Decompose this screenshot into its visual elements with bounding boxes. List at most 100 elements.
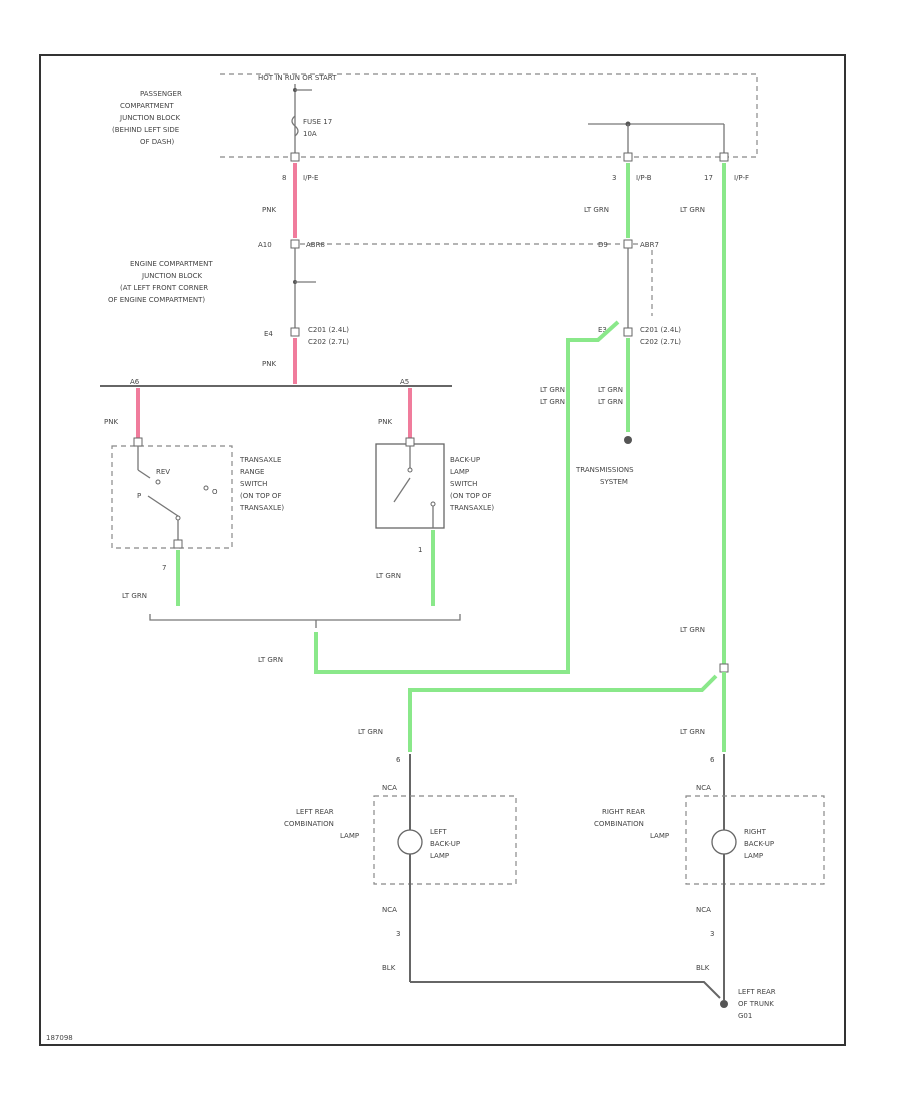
lt-grn-label-6: LT GRN xyxy=(540,386,565,394)
right-rear-label-1: RIGHT REAR xyxy=(602,808,645,816)
pin-e4-label: E4 xyxy=(264,330,273,338)
engine-block-label-2: JUNCTION BLOCK xyxy=(141,272,202,280)
conn-abr7-label: ABR7 xyxy=(640,241,659,249)
lt-grn-label-10: LT GRN xyxy=(680,728,705,736)
backup-switch-pivot xyxy=(430,501,436,507)
conn-ip-e-label: I/P-E xyxy=(303,174,318,182)
fuse-label-2: 10A xyxy=(303,130,317,138)
connector-e4 xyxy=(290,327,300,337)
connector-a10 xyxy=(290,239,300,249)
trans-range-label-5: TRANSAXLE) xyxy=(239,504,284,512)
pnk-label-4: PNK xyxy=(378,418,392,426)
left-rear-lamp-outline xyxy=(373,795,517,885)
conn-abr8-label: ABR8 xyxy=(306,241,325,249)
diagram-frame xyxy=(39,54,846,1046)
connector-ip-f xyxy=(719,152,729,162)
lt-grn-label-5: LT GRN xyxy=(258,656,283,664)
trans-switch-other-contact xyxy=(203,485,209,491)
left-backup-lamp-bulb xyxy=(397,829,423,855)
blk-right-label: BLK xyxy=(696,964,710,972)
trans-switch-rev-contact xyxy=(155,479,161,485)
pin-e3-label: E3 xyxy=(598,326,607,334)
backup-switch-label-2: LAMP xyxy=(450,468,469,476)
splice-a5-label: A5 xyxy=(400,378,409,386)
trans-system-label-2: SYSTEM xyxy=(600,478,628,486)
trans-range-label-1: TRANSAXLE xyxy=(239,456,281,464)
passenger-block-label-2: COMPARTMENT xyxy=(120,102,174,110)
pin-d9-label: D9 xyxy=(598,241,608,249)
left-backup-label-1: LEFT xyxy=(430,828,447,836)
connector-ip-e xyxy=(290,152,300,162)
passenger-block-label-1: PASSENGER xyxy=(140,90,182,98)
right-backup-label-3: LAMP xyxy=(744,852,763,860)
pnk-label-2: PNK xyxy=(262,360,276,368)
backup-switch-blade xyxy=(393,477,411,503)
pnk-label-1: PNK xyxy=(262,206,276,214)
pin-1-label: 1 xyxy=(418,546,422,554)
backup-switch-label-5: TRANSAXLE) xyxy=(449,504,494,512)
c201-right-label: C201 (2.4L) xyxy=(640,326,681,334)
pin-17-label: 17 xyxy=(704,174,713,182)
fuse-17-symbol xyxy=(291,115,299,137)
left-backup-label-3: LAMP xyxy=(430,852,449,860)
passenger-block-label-5: OF DASH) xyxy=(140,138,175,146)
passenger-block-label-4: (BEHIND LEFT SIDE xyxy=(112,126,179,134)
green-wire-left-lamp xyxy=(408,674,718,752)
engine-block-label-3: (AT LEFT FRONT CORNER xyxy=(120,284,208,292)
lt-grn-label-2: LT GRN xyxy=(680,206,705,214)
connector-d9 xyxy=(623,239,633,249)
ground-label-2: OF TRUNK xyxy=(738,1000,774,1008)
pin-a10-label: A10 xyxy=(258,241,272,249)
lt-grn-label-9: LT GRN xyxy=(358,728,383,736)
left-backup-label-2: BACK-UP xyxy=(430,840,460,848)
engine-block-label-4: OF ENGINE COMPARTMENT) xyxy=(108,296,205,304)
connector-ip-b xyxy=(623,152,633,162)
c202-left-label: C202 (2.7L) xyxy=(308,338,349,346)
trans-switch-rail xyxy=(137,469,151,479)
right-rear-lamp-outline xyxy=(685,795,825,885)
lt-grn-label-7b: LT GRN xyxy=(598,398,623,406)
right-backup-label-2: BACK-UP xyxy=(744,840,774,848)
engine-block-label-1: ENGINE COMPARTMENT xyxy=(130,260,213,268)
lt-grn-label-3: LT GRN xyxy=(122,592,147,600)
c202-right-label: C202 (2.7L) xyxy=(640,338,681,346)
option-bracket xyxy=(149,614,461,628)
trans-range-label-3: SWITCH xyxy=(240,480,267,488)
ground-g01-symbol xyxy=(720,1000,728,1008)
lt-grn-label-7: LT GRN xyxy=(598,386,623,394)
pin-7-label: 7 xyxy=(162,564,166,572)
right-rear-label-2: COMBINATION xyxy=(594,820,644,828)
trans-range-label-4: (ON TOP OF xyxy=(240,492,281,500)
lt-grn-label-6b: LT GRN xyxy=(540,398,565,406)
blk-left-label: BLK xyxy=(382,964,396,972)
diagram-reference-code: 187098 xyxy=(46,1034,73,1042)
trans-switch-bottom-pin xyxy=(173,539,183,549)
pnk-label-3: PNK xyxy=(104,418,118,426)
other-pos-label: O xyxy=(212,488,218,496)
splice-right-rear xyxy=(719,663,729,673)
right-backup-label-1: RIGHT xyxy=(744,828,767,836)
ground-label-1: LEFT REAR xyxy=(738,988,776,996)
left-rear-label-1: LEFT REAR xyxy=(296,808,334,816)
connector-e3 xyxy=(623,327,633,337)
right-rear-label-3: LAMP xyxy=(650,832,669,840)
left-rear-label-2: COMBINATION xyxy=(284,820,334,828)
green-wire-main-route xyxy=(314,320,620,674)
nca-left-top: NCA xyxy=(382,784,397,792)
trans-switch-blade xyxy=(147,495,179,517)
pin-6-right-label: 6 xyxy=(710,756,715,764)
nca-left-bottom: NCA xyxy=(382,906,397,914)
conn-ip-b-label: I/P-B xyxy=(636,174,652,182)
pin-3-right-label: 3 xyxy=(710,930,714,938)
trans-switch-pivot xyxy=(175,515,181,521)
pin-8-label: 8 xyxy=(282,174,286,182)
lt-grn-label-8: LT GRN xyxy=(680,626,705,634)
trans-system-label-1: TRANSMISSIONS xyxy=(575,466,634,474)
c201-left-label: C201 (2.4L) xyxy=(308,326,349,334)
right-backup-lamp-bulb xyxy=(711,829,737,855)
fuse-label-1: FUSE 17 xyxy=(303,118,332,126)
pin-3-label: 3 xyxy=(612,174,616,182)
backup-switch-label-3: SWITCH xyxy=(450,480,477,488)
splice-a6-label: A6 xyxy=(130,378,140,386)
